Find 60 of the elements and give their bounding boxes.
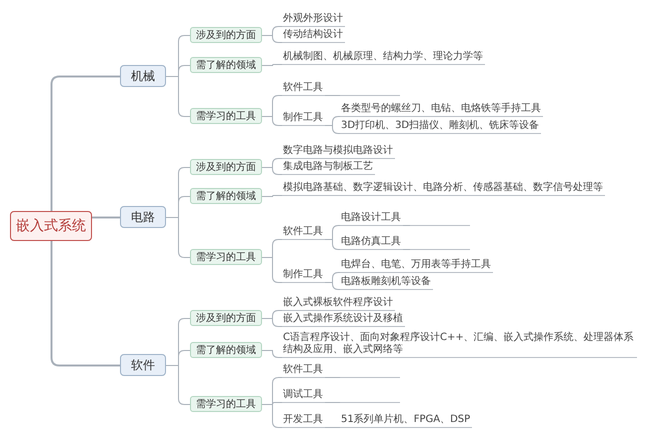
topic-text: 外观外形设计 bbox=[282, 13, 345, 27]
topic-text: 软件工具 bbox=[282, 226, 325, 240]
empty-topic-line bbox=[340, 402, 400, 403]
connector-line bbox=[402, 225, 410, 226]
topic-text: 电路设计工具 bbox=[340, 212, 403, 226]
connector-line bbox=[262, 195, 282, 197]
topic-text: 电路板雕刻机等设备 bbox=[340, 276, 433, 290]
connector-line bbox=[92, 216, 120, 218]
topic-text: 调试工具 bbox=[282, 389, 325, 403]
connector-line bbox=[262, 64, 282, 66]
subtopic-box: 涉及到的方面 bbox=[190, 27, 262, 43]
subtopic-box: 涉及到的方面 bbox=[190, 159, 262, 175]
connector-line bbox=[262, 35, 282, 43]
topic-text: 嵌入式操作系统设计及移植 bbox=[282, 313, 405, 327]
topic-text: 传动结构设计 bbox=[282, 29, 345, 43]
connector-line bbox=[324, 377, 340, 378]
topic-text: 制作工具 bbox=[282, 269, 325, 283]
subtopic-box: 需学习的工具 bbox=[190, 108, 262, 124]
topic-text: 软件工具 bbox=[282, 82, 325, 96]
connector-line bbox=[402, 249, 410, 250]
connector-line bbox=[324, 95, 340, 96]
topic-text: 各类型号的螺丝刀、电钻、电烙铁等手持工具 bbox=[340, 103, 543, 117]
empty-topic-line bbox=[410, 249, 470, 250]
empty-topic-line bbox=[340, 95, 400, 96]
connector-line bbox=[324, 427, 340, 428]
main-topic-box: 电路 bbox=[120, 206, 166, 228]
topic-text: 制作工具 bbox=[282, 112, 325, 126]
connector-line bbox=[262, 318, 282, 327]
topic-text: 数字电路与模拟电路设计 bbox=[282, 145, 395, 159]
connector-line bbox=[50, 241, 120, 366]
main-topic-box: 机械 bbox=[120, 65, 166, 87]
connector-line bbox=[324, 402, 340, 403]
topic-text: 开发工具 bbox=[282, 414, 325, 428]
topic-text: 电路仿真工具 bbox=[340, 236, 403, 250]
connector-line bbox=[262, 167, 282, 175]
connector-line bbox=[50, 76, 120, 211]
topic-text: 电焊台、电笔、万用表等手持工具 bbox=[340, 259, 493, 273]
topic-text: 集成电路与制板工艺 bbox=[282, 161, 375, 175]
subtopic-box: 需了解的领域 bbox=[190, 57, 262, 73]
topic-text: 机械制图、机械原理、结构力学、理论力学等 bbox=[282, 51, 485, 65]
connector-line bbox=[262, 116, 282, 126]
empty-topic-line bbox=[340, 377, 400, 378]
main-topic-box: 软件 bbox=[120, 354, 166, 376]
subtopic-box: 涉及到的方面 bbox=[190, 310, 262, 326]
topic-text: 嵌入式裸板软件程序设计 bbox=[282, 297, 395, 311]
empty-topic-line bbox=[410, 225, 470, 226]
connector-line bbox=[324, 239, 340, 250]
connector-line bbox=[262, 350, 282, 358]
connector-line bbox=[324, 125, 340, 134]
subtopic-box: 需了解的领域 bbox=[190, 188, 262, 204]
subtopic-box: 需了解的领域 bbox=[190, 342, 262, 358]
connector-line bbox=[324, 282, 340, 290]
central-topic-box: 嵌入式系统 bbox=[10, 211, 92, 241]
topic-text: 3D打印机、3D扫描仪、雕刻机、铣床等设备 bbox=[340, 120, 542, 134]
topic-text: 51系列单片机、FPGA、DSP bbox=[340, 414, 472, 428]
topic-text: 模拟电路基础、数字逻辑设计、电路分析、传感器基础、数字信号处理等 bbox=[282, 182, 605, 196]
subtopic-box: 需学习的工具 bbox=[190, 396, 262, 412]
topic-text: 软件工具 bbox=[282, 364, 325, 378]
subtopic-box: 需学习的工具 bbox=[190, 249, 262, 265]
topic-text: C语言程序设计、面向对象程序设计C++、汇编、嵌入式操作系统、处理器体系结构及应用、嵌入式网络等 bbox=[282, 332, 637, 358]
